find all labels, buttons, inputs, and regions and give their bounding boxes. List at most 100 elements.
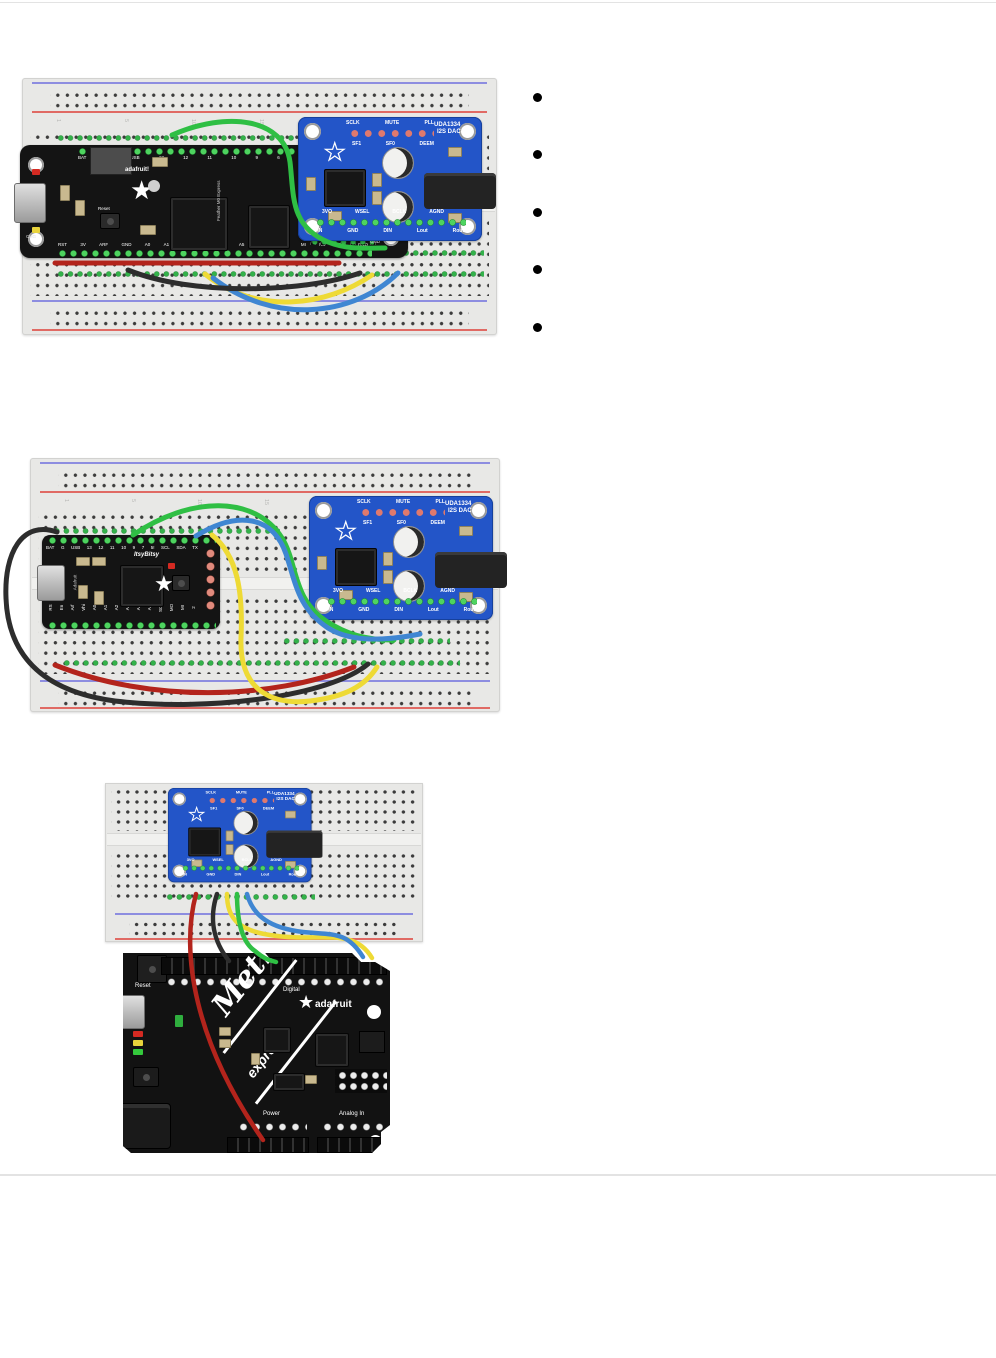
power-rail-red-line xyxy=(32,329,487,331)
pin-label: SCL xyxy=(161,545,170,550)
itsy-top-pins xyxy=(46,535,216,544)
rail-dots xyxy=(50,88,469,110)
pin-label: MO xyxy=(169,603,174,612)
uda1334-chip xyxy=(324,169,366,207)
pin-label: 5! xyxy=(150,545,155,550)
pin-label: GND xyxy=(347,228,359,234)
mounting-hole xyxy=(367,1005,381,1019)
bullet-disc xyxy=(533,322,542,332)
pin-label: 1 xyxy=(63,499,69,503)
pin-label: 3VO xyxy=(186,857,195,863)
pin-label: 6 xyxy=(277,155,280,160)
bullet-disc xyxy=(533,207,542,217)
jumper-pads xyxy=(359,508,445,517)
pin-label: SF0 xyxy=(385,141,395,147)
pin-label: 7 xyxy=(141,545,145,550)
pin-label: BAT xyxy=(78,155,87,160)
pin-label: En xyxy=(59,604,64,611)
red-led xyxy=(133,1031,143,1037)
pin-label: Rout xyxy=(288,872,298,877)
io-bottom-labels: VIN GND DIN Lout Rout xyxy=(180,872,297,877)
pin-label: SDA xyxy=(176,545,186,550)
pin-label: Rout xyxy=(452,228,464,234)
reset-label: Reset xyxy=(98,206,110,211)
adafruit-star-logo: ★ xyxy=(323,139,346,166)
pin-label: Vhi xyxy=(81,604,86,611)
bullet-disc xyxy=(533,92,542,102)
pin-label: BCLK xyxy=(392,209,407,215)
pin-label: AGND xyxy=(429,209,444,215)
pin-label: Lout xyxy=(427,607,439,613)
on-led xyxy=(175,1015,183,1027)
bottom-divider xyxy=(0,1174,996,1176)
digital-label: Digital xyxy=(283,987,300,993)
capacitor xyxy=(233,810,259,836)
bullet-disc xyxy=(533,149,542,159)
pin-label: 10 xyxy=(196,499,203,506)
pin-label: 5 xyxy=(122,119,129,123)
pin-label: 9 xyxy=(255,155,258,160)
pin-label: 11 xyxy=(207,155,212,160)
micro-usb-port xyxy=(37,565,65,601)
pin-label: DEEM xyxy=(262,806,275,811)
mounting-hole xyxy=(459,123,476,140)
power-rail-red-line xyxy=(40,707,490,709)
mounting-hole xyxy=(172,792,186,806)
pin-label: MUTE xyxy=(235,790,247,795)
power-header-holes xyxy=(235,1120,307,1133)
adafruit-star-logo: ★ xyxy=(188,804,206,826)
pin-label: 13 xyxy=(86,545,92,550)
pin-label: 10 xyxy=(231,155,237,160)
power-rail-blue-line xyxy=(40,680,490,682)
pin-label: MUTE xyxy=(396,499,411,505)
list-item xyxy=(533,149,552,159)
pin-label: 12 xyxy=(183,155,189,160)
pin-label: SF1 xyxy=(352,141,362,147)
adafruit-brand-text: adafruit xyxy=(315,999,352,1010)
jumper-pads xyxy=(348,129,434,138)
pin-label: Lout xyxy=(260,872,270,877)
board-subtitle: I2S DAC xyxy=(276,797,295,802)
pin-label: VIN xyxy=(180,872,187,877)
pin-label: SCLK xyxy=(346,120,360,126)
metro-express-board: Reset Digital Metro express ★ adafruit xyxy=(123,953,390,1153)
pin-label: 5 xyxy=(129,499,136,503)
uda1334-chip xyxy=(335,548,377,586)
adafruit-brand-text: adafruit! xyxy=(125,167,149,173)
pin-label: 10 xyxy=(190,119,196,126)
pin-label: PLL xyxy=(435,499,445,505)
pin-label: DIN xyxy=(234,872,242,877)
pin-label: 11 xyxy=(109,545,115,550)
pin-label: VIN xyxy=(325,607,334,613)
power-rail-red-line xyxy=(32,111,487,113)
pin-label: 3VO xyxy=(333,588,344,594)
pin-label: BCLK xyxy=(403,588,418,594)
analog-in-label: Analog In xyxy=(339,1111,365,1117)
rail-dots xyxy=(58,468,472,490)
power-header xyxy=(227,1137,309,1153)
pin-label: Arf xyxy=(70,604,75,611)
chg-label: CHG xyxy=(26,234,36,239)
board-subtitle: I2S DAC xyxy=(448,508,472,514)
power-rail-blue-line xyxy=(115,913,413,915)
analog-header xyxy=(317,1137,387,1153)
pin-label: AGND xyxy=(440,588,455,594)
pin-label: PLL xyxy=(266,790,275,795)
pin-label: USB xyxy=(71,545,81,550)
power-switch xyxy=(133,1067,159,1087)
pin-label: WSEL xyxy=(212,857,224,863)
pin-label: GND xyxy=(206,872,216,877)
mounting-hole xyxy=(470,502,487,519)
feather-bottom-pins xyxy=(56,248,372,257)
pin-label: 15 xyxy=(257,119,264,126)
neopixel xyxy=(148,180,160,192)
